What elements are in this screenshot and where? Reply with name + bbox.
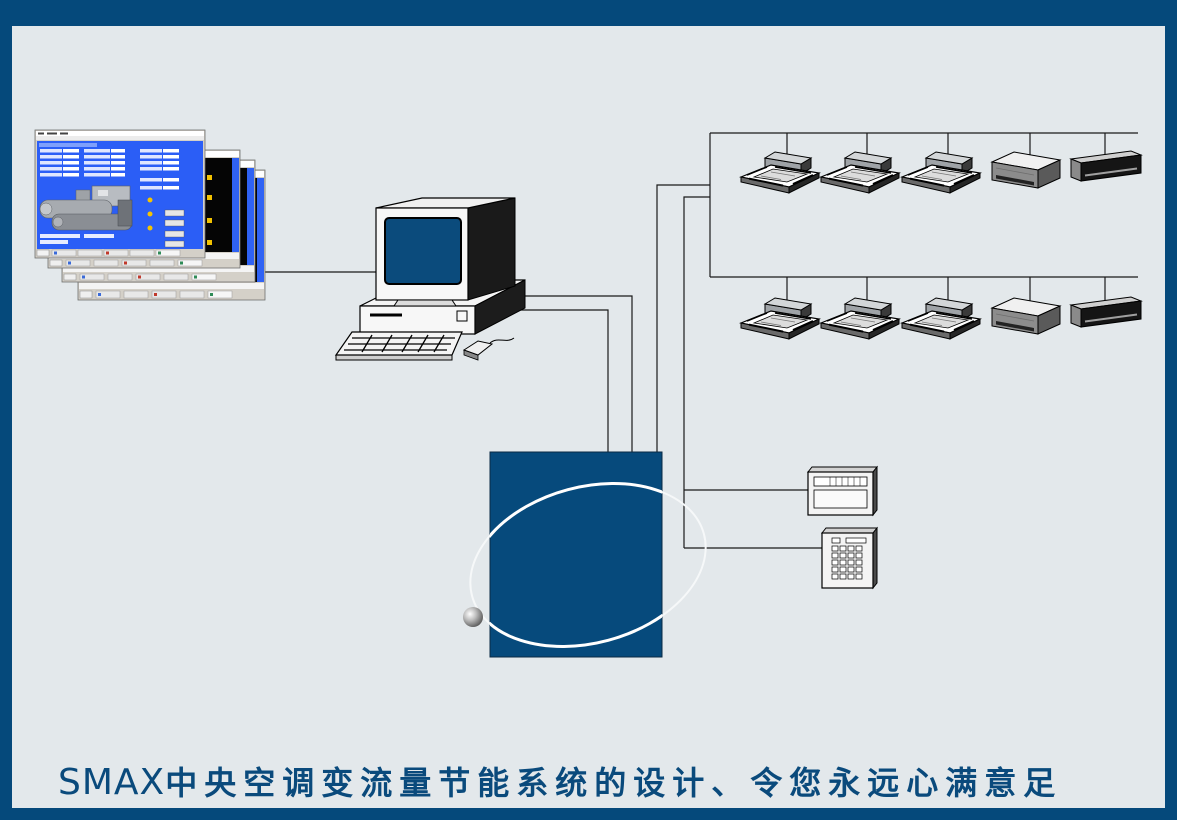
screen-buttons [164,209,185,248]
cassette-ac-unit-icon [820,297,900,340]
computer-base [359,279,526,335]
desktop-computer-icon [334,197,526,361]
cassette-ac-unit-icon [901,297,981,340]
cassette-ac-unit-icon [740,297,820,340]
connection-lines [265,132,1138,549]
wall-ac-unit-icon [1070,150,1142,182]
chiller-machine-icon [39,185,133,231]
keypad-icon [820,526,879,590]
link-computer-to-controller-a [500,295,633,452]
controller-cabinet-icon [463,451,707,658]
cassette-ac-unit-icon [820,151,900,194]
controller-box [489,451,663,658]
footer-title: SMAX中央空调变流量节能系统的设计、令您永远心满意足 [58,762,1062,804]
wall-ac-unit-icon [1070,296,1142,328]
monitor-screen [384,217,462,285]
cassette-ac-unit-icon [901,151,981,194]
link-controller-to-ac-bus-a [656,184,710,452]
cassette-ac-unit-icon [740,151,820,194]
panel-display-strip [813,476,868,487]
control-panel-icon [806,465,879,517]
link-controller-to-ac-bus-b [683,196,710,548]
duct-ac-unit-icon [991,151,1061,189]
software-screens-icon [34,129,266,301]
slogan: 中央空调变流量节能系统的设计、令您永远心满意足 [165,764,1063,802]
keypad-keys [831,545,863,580]
link-computer-to-controller-b [500,309,609,452]
duct-ac-unit-icon [991,297,1061,335]
computer-monitor [375,197,516,307]
ac-units-row-2 [740,296,1142,340]
ac-drops-top [786,133,1106,155]
ac-drops-bottom [786,277,1106,301]
keyboard [334,331,463,361]
keypad-display [845,537,867,544]
mouse [462,337,515,361]
brand-name: SMAX [58,762,166,803]
orbit-sphere [463,607,483,627]
panel-display-window [813,489,868,509]
ac-units-row-1 [740,150,1142,194]
orbit-inner [490,482,662,648]
software-window-1 [34,129,206,259]
data-fields [40,149,179,190]
